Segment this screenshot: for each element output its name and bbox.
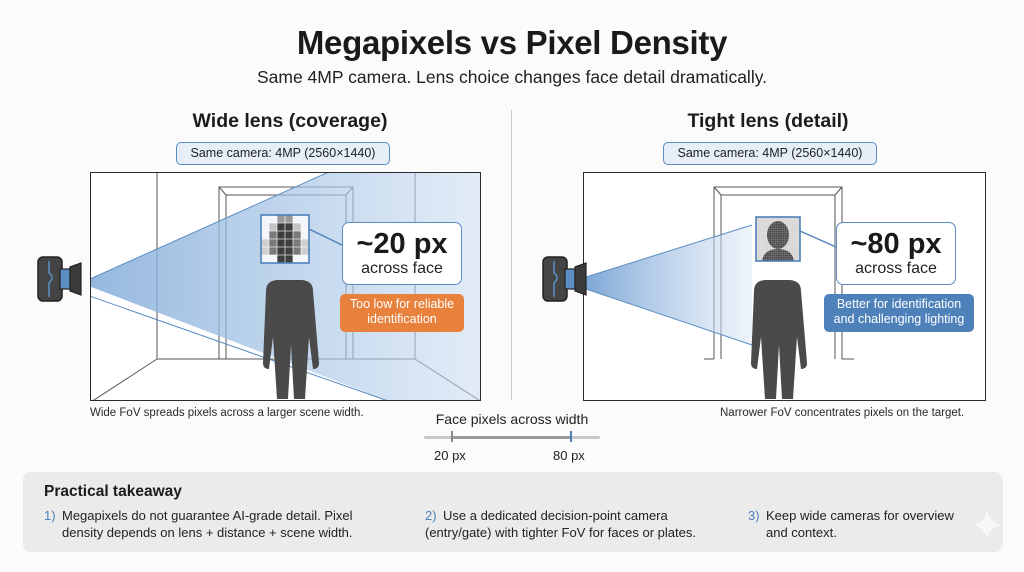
takeaway-title: Practical takeaway (44, 483, 182, 500)
tight-pixel-count-box: ~80 px across face (836, 222, 956, 285)
tight-camera-spec-label: Same camera: 4MP (2560×1440) (663, 142, 877, 165)
takeaway-panel: Practical takeaway 1) Megapixels do not … (23, 472, 1003, 552)
wide-room-illustration (91, 173, 480, 400)
takeaway-item-3-line2: and context. (766, 524, 837, 540)
pixel-grid-icon (755, 216, 801, 262)
wide-verdict-line2: identification (367, 312, 437, 326)
wide-scene (90, 172, 481, 401)
takeaway-item-2: 2) Use a dedicated decision-point camera… (425, 508, 745, 541)
wide-pixel-count: ~20 px (356, 228, 448, 260)
wide-camera-spec-label: Same camera: 4MP (2560×1440) (176, 142, 390, 165)
wide-verdict-line1: Too low for reliable (349, 297, 455, 311)
wide-camera-icon (37, 256, 82, 302)
tight-scene (583, 172, 986, 401)
takeaway-item-3: 3) Keep wide cameras for overview and co… (748, 508, 988, 541)
takeaway-item-3-line1: Keep wide cameras for overview (766, 508, 954, 523)
tight-panel-title: Tight lens (detail) (687, 110, 849, 132)
scale-max-label: 80 px (553, 448, 585, 463)
takeaway-item-1-number: 1) (44, 508, 56, 523)
wide-caption: Wide FoV spreads pixels across a larger … (90, 407, 364, 419)
takeaway-item-2-line2: (entry/gate) with tighter FoV for faces … (425, 524, 696, 540)
takeaway-item-3-number: 3) (748, 508, 760, 523)
scale-tick-20 (451, 431, 453, 442)
person-silhouette-icon (751, 280, 807, 399)
wide-verdict-badge: Too low for reliable identification (340, 294, 464, 332)
takeaway-item-1-line1: Megapixels do not guarantee AI-grade det… (62, 508, 353, 523)
scale-tick-80 (570, 431, 572, 442)
pixel-grid-icon (260, 214, 310, 264)
scale-min-label: 20 px (434, 448, 466, 463)
tight-pixel-count-label: across face (855, 260, 937, 277)
tight-camera-icon (542, 256, 587, 302)
wide-pixel-count-label: across face (361, 260, 443, 277)
takeaway-item-2-line1: Use a dedicated decision-point camera (443, 508, 668, 523)
tight-pixel-count: ~80 px (850, 228, 942, 260)
tight-verdict-line2: and challenging lighting (833, 312, 965, 326)
scale-range (452, 436, 571, 439)
wide-panel-title: Wide lens (coverage) (192, 110, 388, 132)
tight-caption: Narrower FoV concentrates pixels on the … (720, 407, 965, 419)
scale-title: Face pixels across width (435, 411, 589, 427)
tight-verdict-badge: Better for identification and challengin… (824, 294, 974, 332)
takeaway-item-2-number: 2) (425, 508, 437, 523)
sparkle-icon (972, 510, 1002, 540)
takeaway-item-1: 1) Megapixels do not guarantee AI-grade … (44, 508, 404, 541)
panel-divider (511, 110, 512, 400)
takeaway-item-1-line2: density depends on lens + distance + sce… (62, 524, 353, 540)
tight-room-illustration (585, 186, 854, 399)
wide-pixel-count-box: ~20 px across face (342, 222, 462, 285)
page-subtitle: Same 4MP camera. Lens choice changes fac… (256, 67, 768, 87)
page-title: Megapixels vs Pixel Density (296, 24, 728, 61)
person-silhouette-icon (263, 280, 319, 399)
tight-verdict-line1: Better for identification (836, 297, 962, 311)
